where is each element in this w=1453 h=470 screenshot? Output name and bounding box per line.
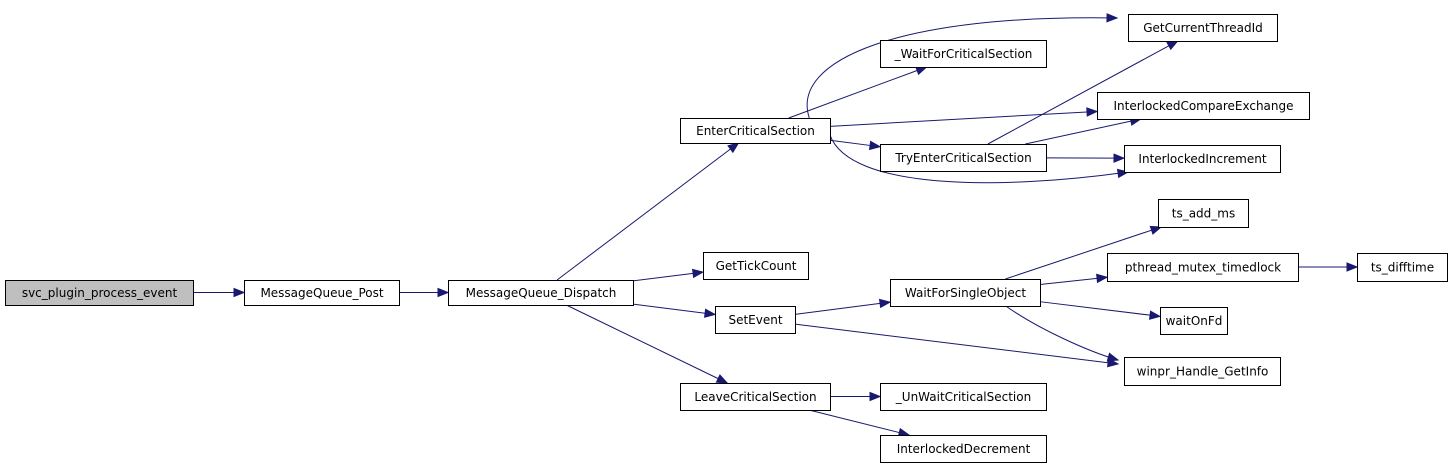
arrowhead-wfso-to-hgi [1106, 352, 1120, 362]
function-node-label: WaitForSingleObject [905, 286, 1027, 300]
function-node-iinc[interactable]: InterlockedIncrement [1124, 145, 1281, 173]
function-node-box [715, 306, 796, 334]
call-edge-enter-to-tryenter [829, 139, 871, 146]
function-node-label: ts_add_ms [1172, 207, 1236, 221]
function-node-label: _WaitForCriticalSection [894, 47, 1033, 61]
arrowhead-enter-to-tryenter [868, 140, 882, 151]
function-node-box [880, 383, 1047, 411]
function-node-box [244, 280, 400, 306]
function-node-box [880, 40, 1047, 68]
call-edge-enter-to-iinc [829, 135, 1129, 184]
call-edge-wfso-to-ptml [1039, 277, 1098, 285]
function-node-box [1160, 307, 1228, 335]
function-node-hgi[interactable]: winpr_Handle_GetInfo [1124, 357, 1281, 386]
call-edge-wfso-to-hgi [1005, 305, 1119, 361]
arrowhead-wfso-to-ptml [1096, 273, 1109, 284]
function-node-label: EnterCriticalSection [696, 124, 815, 138]
function-node-box [1124, 145, 1281, 173]
arrowhead-wfso-to-waitfd [1149, 310, 1162, 320]
function-node-unwait[interactable]: _UnWaitCriticalSection [880, 383, 1047, 411]
arrowhead-svc-to-mqpost [233, 287, 246, 298]
call-edge-enter-to-waitcs [788, 70, 918, 119]
arrowhead-enter-to-gettid [1106, 13, 1119, 23]
function-node-box [703, 252, 809, 280]
function-node-setevent[interactable]: SetEvent [715, 306, 796, 334]
arrowhead-setevent-to-wfso [878, 298, 892, 309]
arrowhead-mqdisp-to-setevent [703, 308, 717, 318]
function-node-tsadd[interactable]: ts_add_ms [1158, 199, 1249, 228]
function-node-gettid[interactable]: GetCurrentThreadId [1128, 14, 1278, 42]
arrowhead-mqpost-to-mqdisp [437, 287, 450, 298]
function-node-box [1158, 199, 1249, 228]
call-edge-setevent-to-hgi [794, 323, 1119, 365]
function-node-box [5, 280, 194, 306]
function-node-gettick[interactable]: GetTickCount [703, 252, 809, 280]
function-node-box [448, 280, 634, 306]
arrowhead-wfso-to-tsadd [1149, 225, 1163, 235]
function-node-svc: svc_plugin_process_event [5, 280, 194, 306]
call-edge-mqdisp-to-leave [566, 304, 719, 380]
function-node-box [890, 279, 1041, 307]
function-node-waitcs[interactable]: _WaitForCriticalSection [880, 40, 1047, 68]
function-node-label: waitOnFd [1166, 314, 1223, 328]
function-node-box [880, 144, 1047, 172]
call-nodes: svc_plugin_process_event MessageQueue_Pos… [5, 14, 1448, 463]
call-edge-mqdisp-to-gettick [632, 272, 694, 282]
function-node-tryenter[interactable]: TryEnterCriticalSection [880, 144, 1047, 172]
arrowhead-mqdisp-to-enter [727, 142, 740, 154]
function-node-box [1097, 92, 1310, 120]
function-node-label: pthread_mutex_timedlock [1125, 261, 1281, 275]
function-node-wfso[interactable]: WaitForSingleObject [890, 279, 1041, 307]
call-edge-tryenter-to-gettid [987, 45, 1170, 145]
function-node-label: LeaveCriticalSection [694, 390, 816, 404]
function-node-leave[interactable]: LeaveCriticalSection [680, 383, 831, 411]
arrowhead-tryenter-to-iinc [1113, 153, 1126, 163]
function-node-mqpost[interactable]: MessageQueue_Post [244, 280, 400, 306]
function-node-label: GetCurrentThreadId [1143, 21, 1263, 35]
call-edge-setevent-to-wfso [794, 302, 881, 315]
arrowhead-mqdisp-to-leave [715, 374, 729, 384]
arrowhead-enter-to-icx [1086, 107, 1099, 117]
function-node-enter[interactable]: EnterCriticalSection [680, 118, 831, 144]
arrowhead-leave-to-unwait [869, 391, 882, 402]
function-node-box [680, 118, 831, 144]
arrowhead-tryenter-to-gettid [1166, 40, 1179, 51]
function-node-box [680, 383, 831, 411]
function-node-box [1107, 253, 1299, 282]
call-edge-enter-to-gettid [806, 17, 1118, 119]
function-node-label: ts_difftime [1371, 261, 1434, 275]
function-node-label: TryEnterCriticalSection [894, 151, 1031, 165]
call-edge-wfso-to-tsadd [1005, 229, 1152, 280]
function-node-label: InterlockedDecrement [897, 442, 1031, 456]
function-node-label: _UnWaitCriticalSection [895, 390, 1031, 404]
function-node-idec[interactable]: InterlockedDecrement [880, 435, 1047, 463]
function-node-label: InterlockedCompareExchange [1113, 99, 1293, 113]
function-node-ptml[interactable]: pthread_mutex_timedlock [1107, 253, 1299, 282]
function-node-label: MessageQueue_Post [260, 286, 383, 300]
function-node-box [1124, 357, 1281, 386]
function-node-box [880, 435, 1047, 463]
function-node-box [1357, 253, 1448, 282]
function-node-mqdisp[interactable]: MessageQueue_Dispatch [448, 280, 634, 306]
arrowhead-ptml-to-tsdiff [1346, 262, 1359, 272]
function-node-box [1128, 14, 1278, 42]
function-node-label: MessageQueue_Dispatch [466, 286, 617, 300]
function-node-label: SetEvent [728, 313, 782, 327]
function-node-icx[interactable]: InterlockedCompareExchange [1097, 92, 1310, 120]
call-edge-enter-to-icx [829, 111, 1088, 127]
function-node-label: svc_plugin_process_event [22, 286, 178, 300]
arrowhead-mqdisp-to-gettick [691, 268, 705, 279]
function-node-label: InterlockedIncrement [1138, 152, 1266, 166]
function-node-label: GetTickCount [716, 259, 797, 273]
function-node-tsdiff[interactable]: ts_difftime [1357, 253, 1448, 282]
function-node-waitfd[interactable]: waitOnFd [1160, 307, 1228, 335]
call-edge-mqdisp-to-enter [556, 148, 731, 281]
call-edge-mqdisp-to-setevent [632, 303, 706, 314]
function-node-label: winpr_Handle_GetInfo [1137, 365, 1269, 379]
call-edge-tryenter-to-icx [1025, 120, 1132, 145]
call-edge-leave-to-idec [808, 409, 900, 434]
call-edge-wfso-to-waitfd [1039, 301, 1151, 316]
